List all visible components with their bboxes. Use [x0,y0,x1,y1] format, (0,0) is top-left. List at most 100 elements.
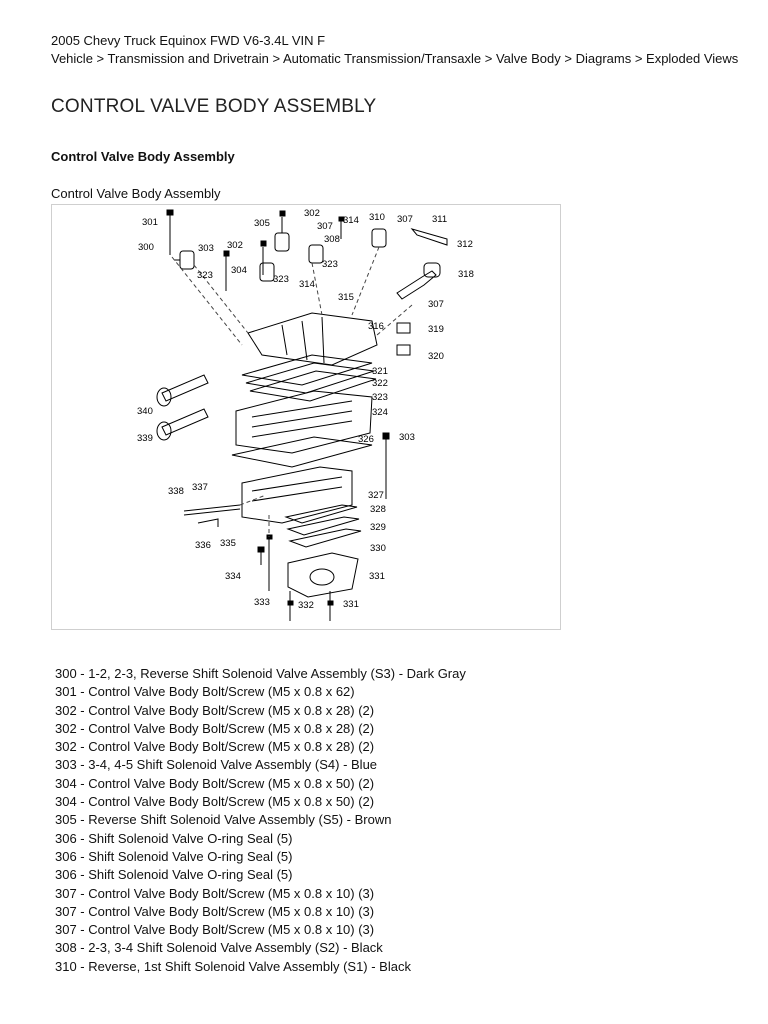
solenoid-308 [308,244,324,264]
pin-336 [197,518,219,527]
page-title: CONTROL VALVE BODY ASSEMBLY [51,96,377,117]
callout-326: 327 [368,490,384,501]
callout-307: 307 [317,221,333,232]
callout-318: 319 [428,324,444,335]
parts-list-item: 302 - Control Valve Body Bolt/Screw (M5 … [55,720,375,736]
callout-330: 331 [369,571,385,582]
callout-313b: 314 [299,279,315,290]
pin-337 [183,504,241,516]
callout-313: 314 [343,215,359,226]
callout-333: 333 [254,597,270,608]
parts-list-item: 301 - Control Valve Body Bolt/Screw (M5 … [55,684,355,700]
parts-list: 300 - 1-2, 2-3, Reverse Shift Solenoid V… [55,665,466,976]
diagram-svg: 301 300 303 323 305 302 304 302 307 314 … [137,208,474,621]
callout-316: 318 [458,269,474,280]
callout-308: 308 [324,234,340,245]
parts-list-item: 307 - Control Valve Body Bolt/Screw (M5 … [55,885,375,901]
bolt-302-b [260,240,267,275]
callout-311: 311 [432,214,447,225]
callout-304b: 303 [399,432,415,443]
parts-list-item: 303 - 3-4, 4-5 Shift Solenoid Valve Asse… [55,757,378,773]
gasket-328 [286,516,360,536]
valve-body-326 [241,466,353,524]
callout-335: 335 [220,538,236,549]
bolt-334 [257,546,265,565]
callout-339: 339 [137,433,153,444]
callout-332: 332 [298,600,314,611]
callout-337: 337 [192,482,208,493]
callout-321: 322 [372,378,388,389]
solenoid-303 [259,262,275,282]
callout-303: 304 [231,265,247,276]
callout-320: 321 [372,366,388,377]
callout-307c: 307 [428,299,444,310]
solenoid-310 [371,228,387,248]
callout-305: 305 [254,218,270,229]
exploded-view-diagram: 301 300 303 323 305 302 304 302 307 314 … [51,204,561,630]
callout-304: 303 [198,243,214,254]
plate-322 [249,370,377,402]
callout-306: 323 [197,270,213,281]
gasket-324 [231,436,373,468]
bolt-304-a [223,250,230,291]
parts-list-item: 306 - Shift Solenoid Valve O-ring Seal (… [55,867,293,883]
parts-list-item: 304 - Control Valve Body Bolt/Screw (M5 … [55,775,375,791]
callout-328: 329 [370,522,386,533]
bolt-313 [338,216,345,239]
bracket-312 [410,228,448,246]
bolt-304-b [382,432,390,499]
figure-caption: Control Valve Body Assembly [51,186,221,201]
bolt-331 [327,591,334,621]
bolt-302-a [279,210,286,233]
callout-336: 336 [195,540,211,551]
callout-302: 302 [227,240,243,251]
parts-list-item: 306 - Shift Solenoid Valve O-ring Seal (… [55,830,293,846]
breadcrumb: Vehicle > Transmission and Drivetrain > … [51,51,739,66]
callout-302b: 302 [304,208,320,219]
callout-329: 330 [370,543,386,554]
callout-327: 328 [370,504,386,515]
section-heading: Control Valve Body Assembly [51,149,235,164]
parts-list-item: 310 - Reverse, 1st Shift Solenoid Valve … [55,958,411,974]
callout-323: 324 [372,407,388,418]
bolt-301 [166,209,174,255]
callout-322: 323 [372,392,388,403]
callout-306c: 323 [322,259,338,270]
valve-body-323 [235,390,373,454]
callout-340: 340 [137,406,153,417]
solenoid-300 [174,250,195,270]
callout-338: 338 [168,486,184,497]
bolt-333 [266,534,273,591]
callout-319: 320 [428,351,444,362]
bolt-332 [287,591,294,621]
callout-306b: 323 [273,274,289,285]
callout-labels: 301 300 303 323 305 302 304 302 307 314 … [137,208,474,611]
solenoid-305 [274,232,290,252]
parts-list-item: 302 - Control Valve Body Bolt/Screw (M5 … [55,702,375,718]
callout-301: 301 [142,217,158,228]
pump-cover-330 [287,552,359,598]
parts-list-item: 302 - Control Valve Body Bolt/Screw (M5 … [55,739,375,755]
plate-327 [284,504,358,524]
vehicle-title: 2005 Chevy Truck Equinox FWD V6-3.4L VIN… [51,33,326,48]
harness-316 [396,262,441,300]
parts-list-item: 304 - Control Valve Body Bolt/Screw (M5 … [55,794,375,810]
callout-312: 312 [457,239,473,250]
bracket-318 [396,322,411,356]
callout-315: 316 [368,321,384,332]
parts-list-item: 307 - Control Valve Body Bolt/Screw (M5 … [55,922,375,938]
parts-list-item: 300 - 1-2, 2-3, Reverse Shift Solenoid V… [55,666,466,681]
valve-body-315 [247,312,378,366]
callout-310: 310 [369,212,385,223]
parts-list-item: 308 - 2-3, 3-4 Shift Solenoid Valve Asse… [55,940,383,956]
callout-314: 315 [338,292,354,303]
gasket-321 [245,362,375,394]
parts-list-item: 305 - Reverse Shift Solenoid Valve Assem… [55,812,392,828]
parts-list-item: 307 - Control Valve Body Bolt/Screw (M5 … [55,903,375,919]
plate-329 [288,528,362,548]
callout-324: 326 [358,434,374,445]
callout-307b: 307 [397,214,413,225]
sensor-340 [156,374,209,407]
sensor-339 [156,408,209,441]
parts-list-item: 306 - Shift Solenoid Valve O-ring Seal (… [55,848,293,864]
